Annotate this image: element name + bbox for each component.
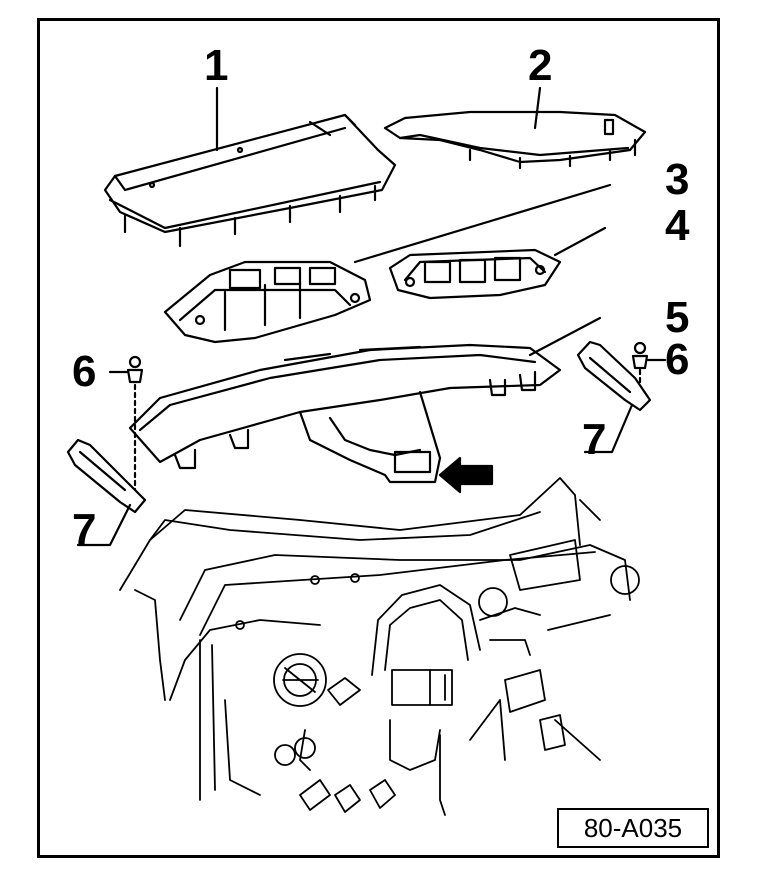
reference-code-label: 80-A035 bbox=[557, 808, 709, 848]
direction-arrow bbox=[438, 456, 494, 494]
part-6-left-fastener bbox=[126, 355, 144, 497]
callout-5: 5 bbox=[665, 293, 690, 342]
callout-2: 2 bbox=[528, 41, 553, 90]
part-7-left-trim bbox=[66, 438, 147, 514]
part-4-vent-housing bbox=[388, 248, 562, 300]
part-2-cover bbox=[383, 110, 647, 170]
callout-7-right: 7 bbox=[582, 415, 607, 464]
part-5-crossmember bbox=[128, 343, 562, 484]
callout-6-right: 6 bbox=[665, 335, 690, 384]
part-7-right-trim bbox=[576, 340, 652, 412]
callout-6-left: 6 bbox=[72, 347, 97, 396]
callout-7-left: 7 bbox=[72, 505, 97, 554]
part-3-vent-housing bbox=[163, 260, 372, 344]
callout-4: 4 bbox=[665, 201, 690, 250]
part-1-cover bbox=[103, 113, 397, 248]
car-interior-view bbox=[119, 477, 640, 816]
callout-1: 1 bbox=[204, 41, 229, 90]
callout-3: 3 bbox=[665, 155, 690, 204]
